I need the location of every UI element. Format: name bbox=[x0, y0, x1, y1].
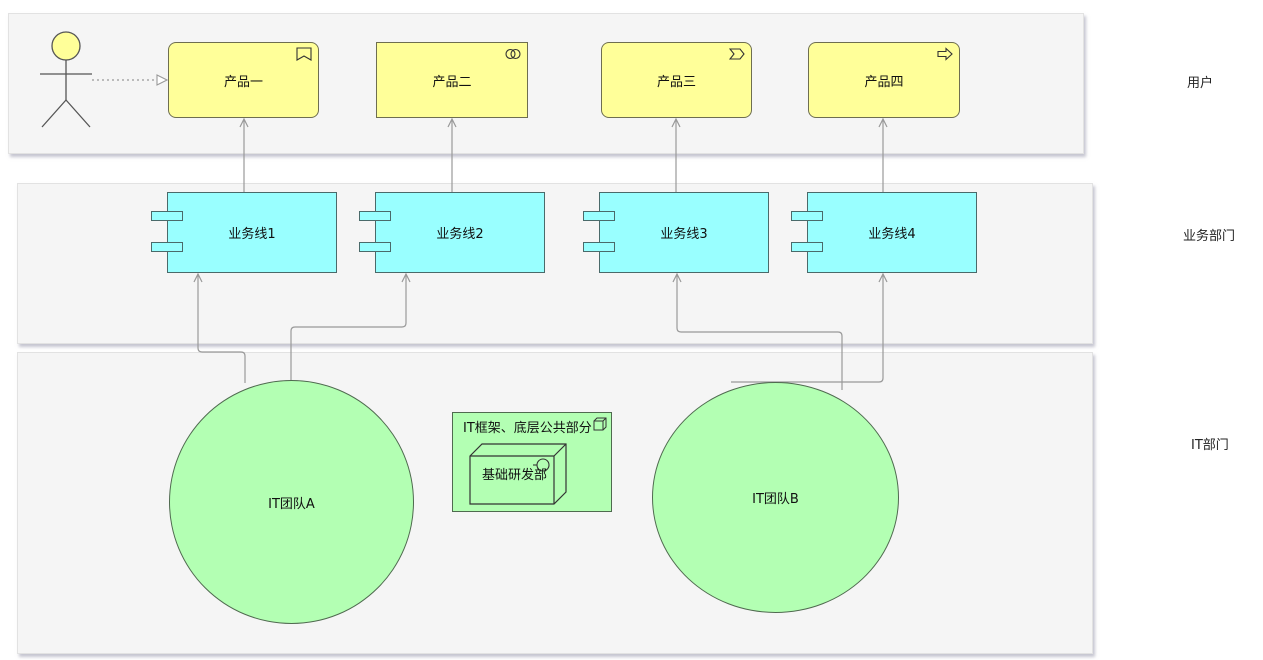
component-tab-top bbox=[359, 211, 391, 221]
teamB-to-biz4-connector bbox=[731, 274, 883, 383]
teamA-to-biz2-connector bbox=[290, 274, 406, 383]
business-line-3-label: 业务线3 bbox=[660, 227, 708, 242]
product-2-label: 产品二 bbox=[432, 74, 472, 90]
component-tab-top bbox=[791, 211, 823, 221]
product-1-label: 产品一 bbox=[223, 74, 263, 90]
component-tab-bottom bbox=[791, 242, 823, 252]
component-tab-top bbox=[151, 211, 183, 221]
product-4-label: 产品四 bbox=[864, 74, 904, 90]
infra-node-shape bbox=[469, 443, 567, 505]
business-line-4-label: 业务线4 bbox=[868, 227, 916, 242]
infra-node-label: 基础研发部 bbox=[482, 468, 548, 483]
business-line-2-label: 业务线2 bbox=[436, 227, 484, 242]
component-tab-bottom bbox=[359, 242, 391, 252]
teamB-to-biz3-connector bbox=[677, 274, 843, 390]
component-tab-bottom bbox=[151, 242, 183, 252]
event-icon bbox=[296, 47, 312, 61]
component-tab-top bbox=[583, 211, 615, 221]
business-line-3[interactable]: 业务线3 bbox=[583, 192, 769, 273]
business-line-1-label: 业务线1 bbox=[228, 227, 276, 242]
it-team-b[interactable]: IT团队B bbox=[652, 382, 899, 613]
process-chevron-icon bbox=[729, 48, 745, 60]
infra-group[interactable]: IT框架、底层公共部分 基础研发部 bbox=[452, 412, 612, 512]
arrow-right-icon bbox=[937, 47, 953, 61]
product-3-label: 产品三 bbox=[656, 74, 696, 90]
product-2[interactable]: 产品二 bbox=[376, 42, 528, 118]
node-icon bbox=[593, 417, 607, 431]
business-line-4[interactable]: 业务线4 bbox=[791, 192, 977, 273]
lane-label-user: 用户 bbox=[1187, 76, 1214, 91]
it-team-a-label: IT团队A bbox=[268, 496, 315, 512]
product-1[interactable]: 产品一 bbox=[168, 42, 319, 118]
teamA-to-biz1-connector bbox=[198, 274, 246, 383]
business-line-1[interactable]: 业务线1 bbox=[151, 192, 337, 273]
component-tab-bottom bbox=[583, 242, 615, 252]
it-team-a[interactable]: IT团队A bbox=[169, 380, 414, 624]
lane-label-business: 业务部门 bbox=[1183, 229, 1236, 244]
user-actor-icon bbox=[40, 31, 92, 128]
interaction-icon bbox=[505, 48, 521, 60]
it-team-b-label: IT团队B bbox=[752, 492, 799, 507]
infra-group-label: IT框架、底层公共部分 bbox=[463, 421, 592, 436]
product-4[interactable]: 产品四 bbox=[808, 42, 960, 118]
lane-label-it: IT部门 bbox=[1191, 438, 1229, 453]
business-line-2[interactable]: 业务线2 bbox=[359, 192, 545, 273]
product-3[interactable]: 产品三 bbox=[601, 42, 752, 118]
